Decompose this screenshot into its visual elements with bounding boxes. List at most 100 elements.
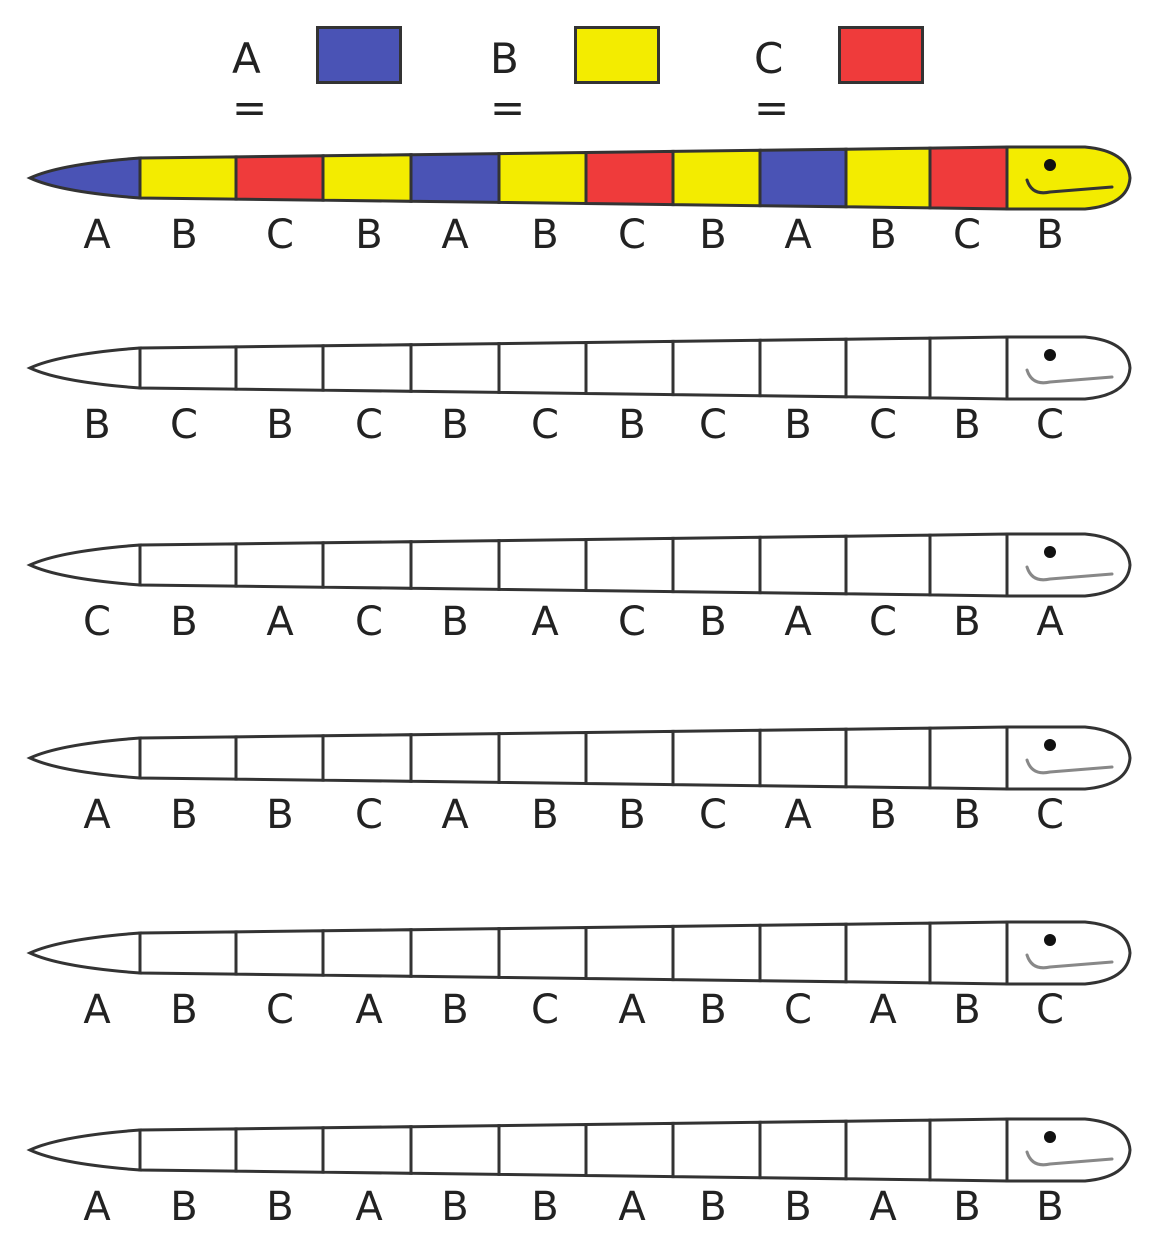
segment-letter: B <box>515 792 575 838</box>
segment-letter: C <box>683 792 743 838</box>
segment-letter: B <box>937 402 997 448</box>
snake-head <box>1007 147 1130 209</box>
segment-letter: C <box>602 212 662 258</box>
snake-tail-segment <box>30 158 140 198</box>
segment-letter: C <box>937 212 997 258</box>
snake-segment <box>586 1123 673 1176</box>
segment-letter: B <box>602 402 662 448</box>
snake-segment <box>236 543 323 587</box>
segment-letter: B <box>339 212 399 258</box>
snake-segment <box>411 734 499 783</box>
snake-segment <box>411 541 499 590</box>
snake-segment <box>236 1128 323 1172</box>
snake-tail-segment <box>30 1130 140 1170</box>
color-legend: A =B =C = <box>0 0 1153 110</box>
snake-segment <box>323 930 411 977</box>
snake-body <box>0 330 1153 405</box>
snake-body <box>0 527 1153 602</box>
snake-segment <box>586 341 673 394</box>
segment-letter: B <box>683 987 743 1033</box>
segment-letter: A <box>853 987 913 1033</box>
snake-eye <box>1044 349 1056 361</box>
segment-letter: C <box>1020 402 1080 448</box>
snake-segment <box>411 344 499 393</box>
snake-segment <box>411 929 499 978</box>
snake-segment <box>846 535 930 595</box>
segment-letter: C <box>515 402 575 448</box>
snake-head <box>1007 727 1130 789</box>
snake-segment <box>930 727 1007 789</box>
snake-eye <box>1044 1131 1056 1143</box>
snake-segment <box>140 737 236 779</box>
snake-segment <box>673 1122 760 1177</box>
snake-segment <box>236 736 323 780</box>
segment-letter: B <box>515 1184 575 1230</box>
segment-letter: B <box>1020 212 1080 258</box>
snake-body <box>0 915 1153 990</box>
snake-segment <box>930 922 1007 984</box>
segment-letter: A <box>67 987 127 1033</box>
snake-segment <box>760 149 846 207</box>
snake-head <box>1007 922 1130 984</box>
snake-eye <box>1044 159 1056 171</box>
snake-segment <box>411 154 499 203</box>
segment-letter: C <box>339 402 399 448</box>
snake-segment <box>673 730 760 785</box>
segment-letter: A <box>768 599 828 645</box>
segment-letter: B <box>250 792 310 838</box>
segment-letter: B <box>515 212 575 258</box>
segment-letter: B <box>683 599 743 645</box>
segment-letter: B <box>250 402 310 448</box>
snake-segment <box>846 338 930 398</box>
segment-letter: B <box>154 599 214 645</box>
snake-segment <box>499 928 586 979</box>
segment-letter: A <box>67 1184 127 1230</box>
segment-letter: B <box>154 212 214 258</box>
snake-segment <box>140 157 236 199</box>
snake-segment <box>140 1129 236 1171</box>
snake-segment <box>140 347 236 389</box>
segment-letter: B <box>853 212 913 258</box>
snake-segment <box>930 534 1007 596</box>
segment-letter: A <box>425 792 485 838</box>
snake-segment <box>930 147 1007 209</box>
segment-letter: A <box>602 987 662 1033</box>
snake-segment <box>499 153 586 204</box>
snake-segment <box>499 1125 586 1176</box>
segment-letter: A <box>602 1184 662 1230</box>
snake-row: ABBABBABBABB <box>0 1112 1153 1232</box>
snake-segment <box>586 731 673 784</box>
segment-letter: C <box>515 987 575 1033</box>
segment-letter: B <box>154 1184 214 1230</box>
snake-segment <box>673 925 760 980</box>
segment-letter: C <box>602 599 662 645</box>
snake-tail-segment <box>30 545 140 585</box>
snake-segment <box>760 1121 846 1179</box>
segment-letter: A <box>67 792 127 838</box>
snake-segment <box>760 729 846 787</box>
snake-segment <box>586 538 673 591</box>
snake-segment <box>411 1126 499 1175</box>
snake-segment <box>760 536 846 594</box>
snake-segment <box>499 733 586 784</box>
segment-letter: C <box>67 599 127 645</box>
segment-letter: B <box>250 1184 310 1230</box>
segment-letter: B <box>853 792 913 838</box>
snake-segment <box>586 926 673 979</box>
segment-letter: B <box>937 792 997 838</box>
legend-label: B = <box>490 34 527 132</box>
segment-letter: C <box>683 402 743 448</box>
snake-segment <box>846 148 930 208</box>
segment-letter: A <box>515 599 575 645</box>
snake-segment <box>673 340 760 395</box>
snake-segment <box>846 923 930 983</box>
snake-segment <box>236 931 323 975</box>
segment-letter: B <box>683 212 743 258</box>
segment-letter: B <box>425 1184 485 1230</box>
segment-letter: A <box>853 1184 913 1230</box>
segment-letter: A <box>339 987 399 1033</box>
snake-segment <box>846 1120 930 1180</box>
snake-segment <box>499 540 586 591</box>
segment-letter: B <box>1020 1184 1080 1230</box>
